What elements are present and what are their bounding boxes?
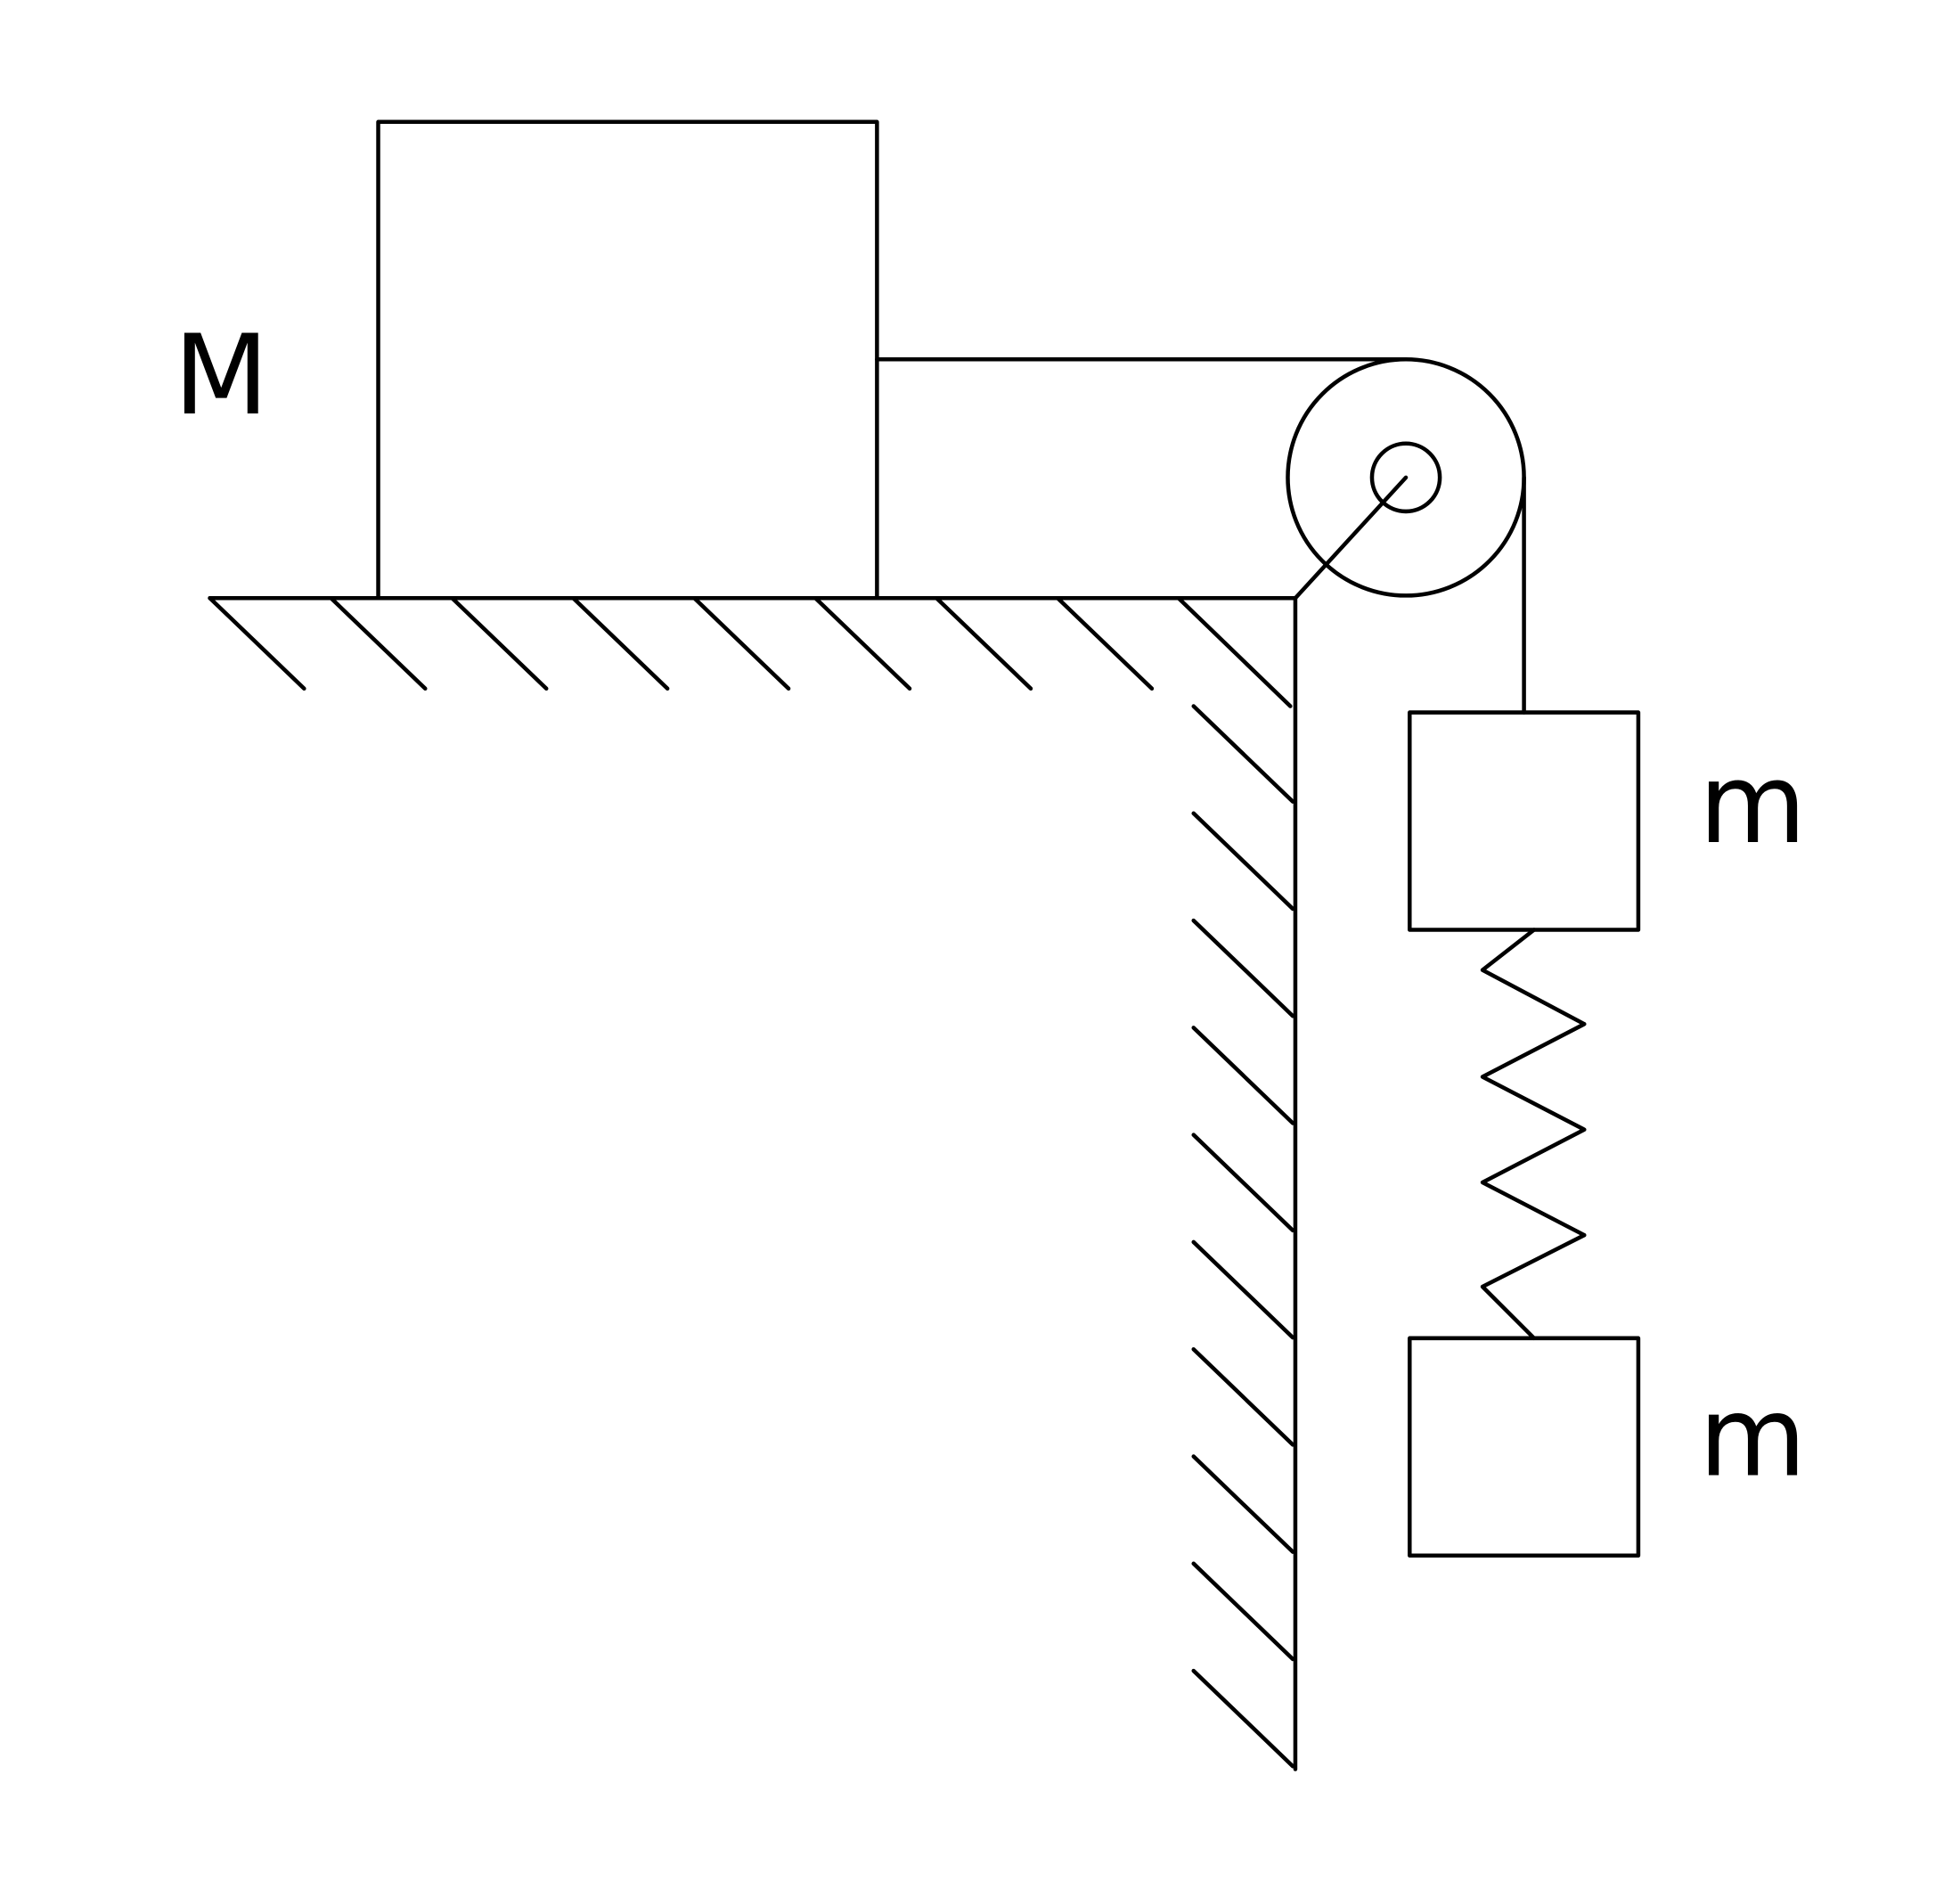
hatch-line (1191, 1561, 1295, 1662)
hatch-line (1176, 595, 1293, 708)
hatch-line (571, 595, 670, 691)
hatch-line (1191, 811, 1295, 912)
hatch-line (329, 595, 428, 691)
hatch-line (813, 595, 912, 691)
hatch-line (692, 595, 791, 691)
hatch-line (1191, 1026, 1295, 1125)
block-M (376, 119, 879, 601)
hatch-line (1191, 1133, 1295, 1233)
pulley-support (1293, 475, 1409, 601)
hatch-line (1055, 595, 1155, 691)
hatch-line (450, 595, 549, 691)
hatch-line (1191, 704, 1295, 804)
wall-hatching (1191, 704, 1295, 1769)
spring (1480, 928, 1587, 1341)
pulley-axle (1369, 441, 1442, 514)
block-m-upper (1408, 710, 1641, 932)
label-m-lower: m (1699, 1374, 1807, 1502)
hatch-line (208, 595, 306, 691)
hatch-line (934, 595, 1033, 691)
label-m-upper: m (1699, 740, 1807, 869)
block-m-lower (1408, 1336, 1641, 1558)
hatch-line (1191, 918, 1295, 1018)
hatch-line (1191, 1346, 1295, 1447)
hatch-line (1191, 1239, 1295, 1340)
floor-hatching (208, 595, 1293, 708)
hatch-line (1191, 1668, 1295, 1769)
label-M: M (174, 312, 269, 440)
hatch-line (1191, 1454, 1295, 1554)
